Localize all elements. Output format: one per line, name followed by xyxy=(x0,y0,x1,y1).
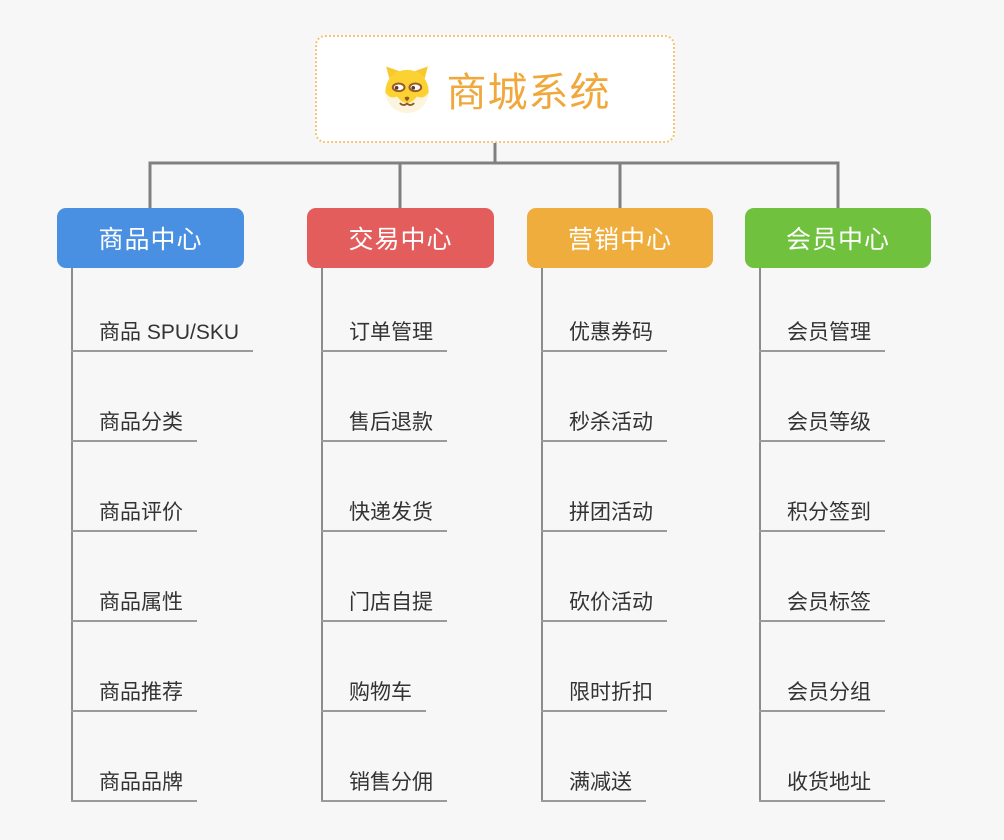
branch-node-product[interactable]: 商品中心 xyxy=(57,208,244,268)
branch-trunk-line xyxy=(321,268,323,802)
branch-marketing: 营销中心 优惠券码秒杀活动拼团活动砍价活动限时折扣满减送 xyxy=(527,208,713,808)
leaf-node-trade-1[interactable]: 售后退款 xyxy=(321,404,447,442)
branch-member: 会员中心 会员管理会员等级积分签到会员标签会员分组收货地址 xyxy=(745,208,931,808)
leaf-node-product-5[interactable]: 商品品牌 xyxy=(71,764,197,802)
leaf-node-product-0[interactable]: 商品 SPU/SKU xyxy=(71,314,254,352)
branch-label: 商品中心 xyxy=(98,226,203,254)
leaf-node-member-3[interactable]: 会员标签 xyxy=(759,584,885,622)
leaf-node-marketing-2[interactable]: 拼团活动 xyxy=(541,494,667,532)
leaf-node-marketing-0[interactable]: 优惠券码 xyxy=(541,314,667,352)
leaf-node-member-0[interactable]: 会员管理 xyxy=(759,314,885,352)
branch-trunk-line xyxy=(541,268,543,802)
branch-product: 商品中心 商品 SPU/SKU 商品分类商品评价商品属性商品推荐商品品牌 xyxy=(57,208,254,808)
leaf-node-marketing-5[interactable]: 满减送 xyxy=(541,764,646,802)
branch-label: 营销中心 xyxy=(567,226,672,254)
leaf-node-marketing-4[interactable]: 限时折扣 xyxy=(541,674,667,712)
branch-trunk-line xyxy=(71,268,73,802)
leaf-node-marketing-1[interactable]: 秒杀活动 xyxy=(541,404,667,442)
root-node[interactable]: 商城系统 xyxy=(315,35,675,143)
leaf-node-trade-5[interactable]: 销售分佣 xyxy=(321,764,447,802)
branch-node-member[interactable]: 会员中心 xyxy=(745,208,931,268)
leaf-node-trade-4[interactable]: 购物车 xyxy=(321,674,426,712)
leaf-node-member-4[interactable]: 会员分组 xyxy=(759,674,885,712)
root-title: 商城系统 xyxy=(446,71,611,115)
branch-node-trade[interactable]: 交易中心 xyxy=(307,208,494,268)
branch-label: 会员中心 xyxy=(785,226,890,254)
leaf-node-member-5[interactable]: 收货地址 xyxy=(759,764,885,802)
branch-label: 交易中心 xyxy=(348,226,453,254)
leaf-node-product-3[interactable]: 商品属性 xyxy=(71,584,197,622)
branch-node-marketing[interactable]: 营销中心 xyxy=(527,208,713,268)
leaf-node-product-1[interactable]: 商品分类 xyxy=(71,404,197,442)
leaf-node-product-2[interactable]: 商品评价 xyxy=(71,494,197,532)
leaf-node-member-2[interactable]: 积分签到 xyxy=(759,494,885,532)
branch-trunk-line xyxy=(759,268,761,802)
leaf-node-member-1[interactable]: 会员等级 xyxy=(759,404,885,442)
leaf-node-product-4[interactable]: 商品推荐 xyxy=(71,674,197,712)
leaf-node-trade-2[interactable]: 快递发货 xyxy=(321,494,447,532)
branch-trade: 交易中心 订单管理售后退款快递发货门店自提购物车销售分佣 xyxy=(307,208,494,808)
leaf-node-trade-0[interactable]: 订单管理 xyxy=(321,314,447,352)
doge-icon xyxy=(380,64,434,114)
leaf-node-marketing-3[interactable]: 砍价活动 xyxy=(541,584,667,622)
leaf-node-trade-3[interactable]: 门店自提 xyxy=(321,584,447,622)
